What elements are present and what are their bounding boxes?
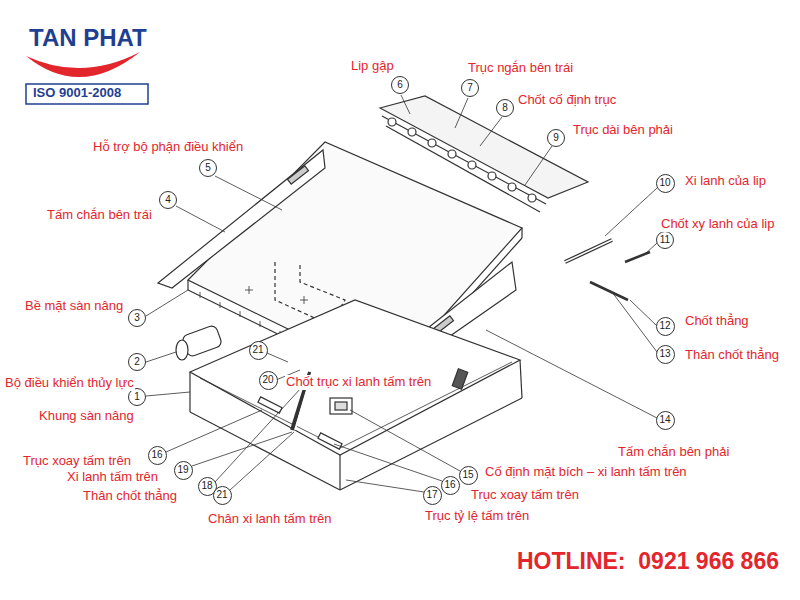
callout-circle: 19	[174, 461, 193, 480]
hotline: HOTLINE: 0921 966 866	[516, 548, 780, 574]
callout-circle: 15	[459, 466, 478, 485]
callout-number: 2	[134, 357, 140, 367]
logo-swoosh	[26, 52, 140, 77]
part-label: Trục xoay tấm trên	[22, 454, 132, 469]
callout-circle: 4	[159, 191, 177, 209]
callout-circle: 8	[496, 99, 514, 117]
callout-number: 16	[151, 450, 162, 460]
callout-circle: 6	[391, 76, 409, 94]
callout-number: 18	[201, 481, 212, 491]
part-label: Bộ điều khiển thủy lực	[4, 376, 135, 391]
callout-number: 21	[216, 490, 227, 500]
callout-circle: 20	[259, 371, 278, 390]
part-label: Cố định mặt bích – xi lanh tấm trên	[484, 465, 688, 480]
callout-circle: 9	[547, 129, 565, 147]
callout-circle: 13	[656, 345, 675, 364]
callout-circle: 16	[148, 446, 167, 465]
callout-circle: 16	[441, 476, 460, 495]
part-label: Bề mặt sàn nâng	[24, 299, 124, 314]
callout-circle: 5	[199, 159, 217, 177]
callout-number: 19	[177, 465, 188, 475]
callout-number: 1	[134, 392, 140, 402]
callout-number: 11	[660, 235, 670, 245]
callout-number: 4	[165, 195, 171, 205]
part-label: Tấm chắn bên trái	[46, 208, 153, 223]
part-label: Khung sàn nâng	[38, 409, 135, 424]
certification: ISO 9001-2008	[32, 86, 122, 101]
callout-number: 17	[426, 490, 437, 500]
part-label: Xi lanh tấm trên	[66, 470, 159, 485]
callout-circle: 7	[461, 79, 479, 97]
callout-circle: 21	[213, 486, 232, 505]
callout-circle: 2	[128, 353, 146, 371]
part-label: Xi lanh của lip	[684, 174, 767, 189]
part-label: Chốt xy lanh của lip	[660, 217, 775, 232]
part-label: Chân xi lanh tấm trên	[207, 512, 333, 527]
callout-number: 21	[252, 345, 263, 355]
part-label: Trục dài bên phải	[572, 123, 674, 138]
callout-number: 20	[262, 375, 273, 385]
callout-number: 7	[467, 83, 473, 93]
part-label: Trục tỷ lệ tấm trên	[424, 509, 530, 524]
brand-name: TAN PHAT	[28, 24, 148, 52]
callout-circle: 21	[249, 341, 268, 360]
callout-number: 14	[659, 415, 670, 425]
callout-number: 5	[205, 163, 211, 173]
part-label: Lip gập	[350, 59, 395, 74]
callout-number: 10	[659, 178, 670, 188]
part-label: Chốt trục xi lanh tấm trên	[285, 375, 432, 390]
part-label: Chốt thẳng	[684, 314, 750, 329]
part-label: Thân chốt thẳng	[82, 489, 178, 504]
part-label: Hỗ trợ bộ phận điều khiển	[92, 140, 244, 155]
callout-circle: 11	[656, 231, 674, 249]
callout-circle: 17	[423, 486, 442, 505]
part-label: Trục ngắn bên trái	[467, 61, 574, 76]
callout-number: 8	[502, 103, 508, 113]
part-label: Tấm chắn bên phải	[617, 445, 730, 460]
callout-number: 9	[553, 133, 559, 143]
callout-number: 13	[659, 349, 670, 359]
leveler-drawing	[158, 96, 650, 490]
callout-number: 3	[134, 313, 140, 323]
part-label: Chốt cố định trục	[517, 93, 617, 108]
part-label: Trục xoay tấm trên	[470, 488, 580, 503]
callout-number: 15	[462, 470, 473, 480]
callout-circle: 10	[656, 174, 675, 193]
part-label: Thân chốt thẳng	[684, 348, 780, 363]
callout-circle: 3	[128, 309, 146, 327]
callout-number: 12	[659, 321, 670, 331]
callout-number: 16	[444, 480, 455, 490]
logo-frame	[26, 84, 148, 104]
callout-circle: 14	[656, 411, 675, 430]
callout-number: 6	[397, 80, 403, 90]
callout-circle: 12	[656, 317, 675, 336]
